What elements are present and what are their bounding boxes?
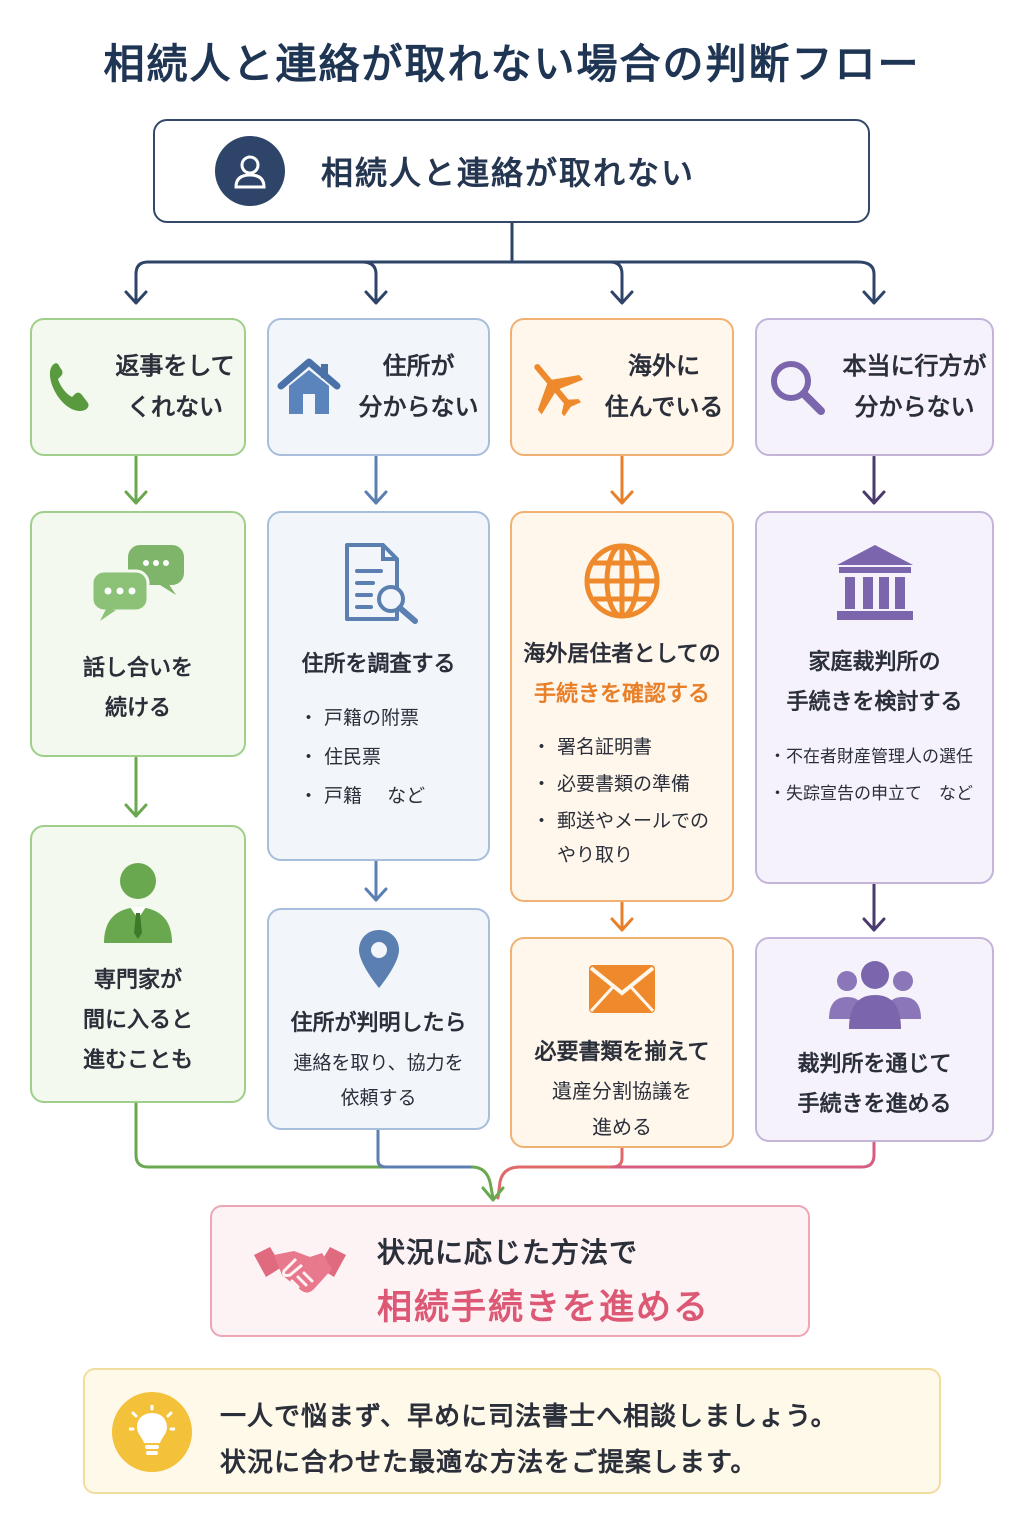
advice-box: 一人で悩まず、早めに司法書士へ相談しましょう。 状況に合わせた最適な方法をご提案… <box>83 1368 941 1494</box>
category-line2: 分からない <box>854 393 975 421</box>
step-gather-documents: 必要書類を揃えて 遺産分割協議を 進める <box>510 937 734 1148</box>
step-title: 住所を調査する <box>301 652 456 677</box>
step-expert-mediation: 専門家が 間に入ると 進むことも <box>30 825 246 1103</box>
airplane-icon <box>512 356 596 418</box>
envelope-icon <box>512 963 732 1019</box>
step-line1: 専門家が <box>93 968 182 993</box>
bullet-item: やり取り <box>532 844 634 866</box>
step-sub1: 連絡を取り、協力を <box>293 1052 464 1074</box>
map-pin-icon <box>269 928 488 994</box>
step-line1: 必要書類を揃えて <box>534 1040 710 1065</box>
house-icon <box>269 358 349 416</box>
advice-line2: 状況に合わせた最適な方法をご提案します。 <box>220 1448 758 1478</box>
lightbulb-icon <box>112 1392 192 1472</box>
category-whereabouts-unknown: 本当に行方が分からない <box>755 318 994 456</box>
bullet-item: ・ 戸籍の附票 <box>299 707 420 729</box>
bullet-item: ・ 必要書類の準備 <box>532 773 691 795</box>
step-line1: 裁判所を通じて <box>797 1052 952 1077</box>
globe-icon <box>512 541 732 625</box>
bullet-item: ・ 戸籍 など <box>299 785 426 807</box>
group-icon <box>757 959 992 1035</box>
phone-icon <box>32 359 106 415</box>
bullet-item: ・ 住民票 <box>299 746 382 768</box>
step-title2: 手続きを検討する <box>786 690 963 715</box>
final-line1: 状況に応じた方法で <box>377 1236 639 1269</box>
step-line2: 続ける <box>104 696 171 721</box>
step-family-court: 家庭裁判所の 手続きを検討する ・不在者財産管理人の選任 ・失踪宣告の申立て な… <box>755 511 994 884</box>
category-line1: 返事をして <box>115 352 235 380</box>
step-line2: 手続きを進める <box>797 1092 952 1117</box>
page-title: 相続人と連絡が取れない場合の判断フロー <box>103 40 921 88</box>
category-no-reply: 返事をしてくれない <box>30 318 246 456</box>
step-title2: 手続きを確認する <box>533 682 710 707</box>
step-court-proceedings: 裁判所を通じて 手続きを進める <box>755 937 994 1142</box>
step-line3: 進める <box>592 1115 652 1139</box>
person-icon <box>215 136 285 206</box>
step-confirm-overseas-procedures: 海外居住者としての 手続きを確認する ・ 署名証明書 ・ 必要書類の準備 ・ 郵… <box>510 511 734 902</box>
bullet-item: ・ 署名証明書 <box>532 736 653 758</box>
magnifier-icon <box>757 358 837 416</box>
final-result: 状況に応じた方法で 相続手続きを進める <box>210 1205 810 1337</box>
step-title1: 海外居住者としての <box>523 642 721 667</box>
bullet-item: ・失踪宣告の申立て など <box>769 784 973 804</box>
bullet-item: ・ 郵送やメールでの <box>532 810 710 832</box>
step-sub2: 依頼する <box>340 1087 417 1109</box>
category-line1: 住所が <box>382 352 455 380</box>
category-line1: 本当に行方が <box>842 352 987 380</box>
businessman-icon <box>32 859 244 949</box>
category-line1: 海外に <box>628 352 700 380</box>
document-search-icon <box>269 541 488 629</box>
step-title: 住所が判明したら <box>290 1011 467 1036</box>
courthouse-icon <box>757 541 992 629</box>
step-line2: 遺産分割協議を <box>552 1079 692 1103</box>
root-node: 相続人と連絡が取れない <box>153 119 870 223</box>
step-title1: 家庭裁判所の <box>808 650 941 675</box>
category-address-unknown: 住所が分からない <box>267 318 490 456</box>
step-line2: 間に入ると <box>82 1008 193 1033</box>
handshake-icon <box>252 1237 348 1313</box>
final-line2: 相続手続きを進める <box>377 1288 711 1328</box>
root-label: 相続人と連絡が取れない <box>321 154 696 192</box>
step-continue-talks: 話し合いを続ける <box>30 511 246 757</box>
bullet-item: ・不在者財産管理人の選任 <box>769 747 973 767</box>
category-line2: くれない <box>127 393 223 421</box>
category-line2: 住んでいる <box>604 393 724 421</box>
step-contact-after-found: 住所が判明したら 連絡を取り、協力を 依頼する <box>267 908 490 1130</box>
step-investigate-address: 住所を調査する ・ 戸籍の附票 ・ 住民票 ・ 戸籍 など <box>267 511 490 861</box>
category-living-abroad: 海外に住んでいる <box>510 318 734 456</box>
category-line2: 分からない <box>358 393 479 421</box>
chat-bubbles-icon <box>32 543 244 627</box>
step-line1: 話し合いを <box>82 656 193 681</box>
step-line3: 進むことも <box>82 1048 193 1073</box>
advice-line1: 一人で悩まず、早めに司法書士へ相談しましょう。 <box>220 1402 838 1432</box>
